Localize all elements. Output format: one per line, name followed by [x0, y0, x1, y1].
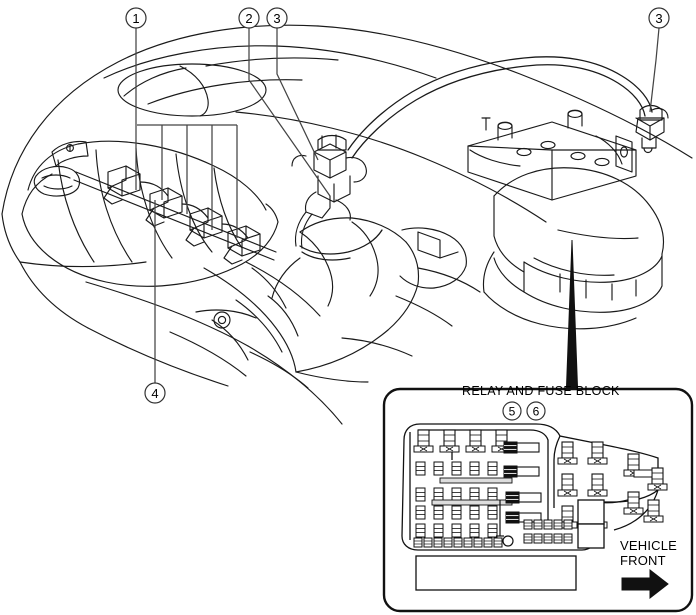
relay-5-highlight[interactable]: [503, 441, 540, 454]
relay-and-fuse-block-cover: [482, 167, 665, 330]
relay-field-right: [557, 441, 668, 529]
svg-text:3: 3: [273, 11, 280, 26]
svg-text:2: 2: [245, 11, 252, 26]
svg-text:6: 6: [533, 405, 540, 419]
svg-text:5: 5: [509, 405, 516, 419]
vacuum-hose: [299, 56, 653, 261]
vehicle-front-arrow-icon: [621, 568, 669, 600]
callout-1[interactable]: 1: [125, 7, 147, 29]
callout-markers: 1 2 3 3 4: [125, 7, 670, 404]
connector-blocks: [415, 499, 605, 591]
callout-5[interactable]: 5: [502, 401, 522, 421]
strut-tower-opening: [117, 63, 267, 117]
vehicle-front-label-line1: VEHICLE: [620, 538, 678, 553]
vehicle-front-label-line2: FRONT: [620, 553, 666, 568]
detail-view-title: RELAY AND FUSE BLOCK: [462, 384, 620, 398]
callout-4[interactable]: 4: [144, 382, 166, 404]
engine-bay-lower-detail: [169, 257, 481, 389]
ignition-coil-assembly: [21, 140, 279, 287]
purge-solenoid-valve: [291, 134, 367, 249]
relay-fuse-block-detail-view: 5 6: [382, 387, 694, 613]
battery: [467, 109, 637, 201]
callout-3-battery[interactable]: 3: [648, 7, 670, 29]
hose-end-connector: [635, 104, 669, 154]
svg-text:4: 4: [151, 386, 158, 401]
callout-2[interactable]: 2: [238, 7, 260, 29]
svg-text:1: 1: [132, 11, 139, 26]
callout-leaders: [135, 27, 660, 471]
relay-6-highlight[interactable]: [503, 465, 540, 478]
callout-6[interactable]: 6: [526, 401, 546, 421]
svg-text:3: 3: [655, 11, 662, 26]
callout-3-engine[interactable]: 3: [266, 7, 288, 29]
